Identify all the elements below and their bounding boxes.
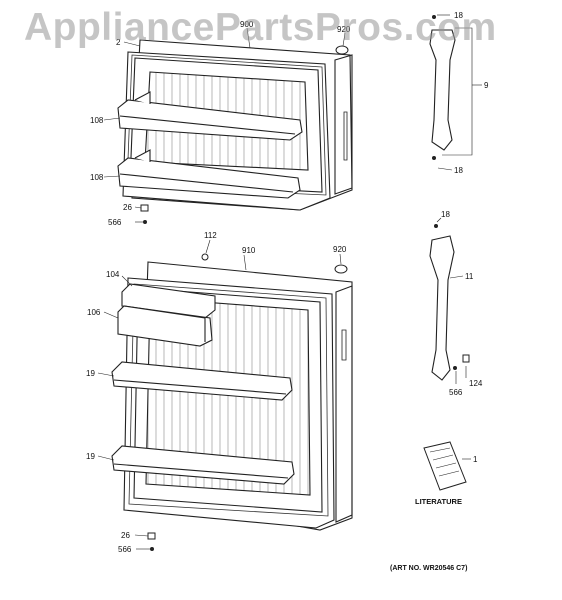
callout-124: 124 — [469, 379, 483, 388]
screw-18-c — [434, 224, 438, 228]
freezer-shelf-upper — [117, 91, 303, 141]
callout-112: 112 — [204, 231, 217, 240]
callout-900: 900 — [240, 20, 254, 29]
freezer-shelf-lower — [117, 149, 301, 199]
callout-108: 108 — [90, 173, 104, 182]
callout-920: 920 — [337, 25, 351, 34]
callout-26: 26 — [121, 531, 130, 540]
callout-566: 566 — [449, 388, 463, 397]
callout-566: 566 — [108, 218, 122, 227]
screw-566-handle — [453, 366, 457, 370]
callout-910: 910 — [242, 246, 256, 255]
cap-920-lower — [334, 264, 348, 274]
cap-920-upper — [335, 45, 349, 55]
callout-9: 9 — [484, 81, 489, 90]
callout-2: 2 — [116, 38, 121, 47]
fresh-food-shelf-upper — [111, 361, 293, 401]
freezer-door-gasket — [126, 54, 327, 196]
callout-108: 108 — [90, 116, 104, 125]
freezer-handle — [429, 29, 456, 151]
callout-104: 104 — [106, 270, 120, 279]
screw-566-upper — [143, 220, 147, 224]
callout-566: 566 — [118, 545, 132, 554]
callout-11: 11 — [465, 272, 474, 281]
stop-26-upper — [140, 204, 149, 212]
literature-label: LITERATURE — [415, 497, 462, 506]
callout-19: 19 — [86, 369, 95, 378]
fresh-food-handle — [429, 235, 455, 381]
stop-26-lower — [147, 532, 156, 540]
callout-1: 1 — [473, 455, 478, 464]
callout-19: 19 — [86, 452, 95, 461]
fresh-food-door-gasket — [128, 283, 329, 517]
callout-920: 920 — [333, 245, 347, 254]
stop-124 — [462, 354, 470, 363]
callout-18: 18 — [454, 166, 463, 175]
leader-lines — [97, 14, 482, 550]
dairy-compartment — [117, 283, 216, 347]
fresh-food-shelf-lower — [111, 445, 295, 485]
art-number: (ART NO. WR20546 C7) — [390, 565, 468, 572]
screw-566-lower — [150, 547, 154, 551]
screw-18-b — [432, 156, 436, 160]
screw-18-a — [432, 15, 436, 19]
callout-18: 18 — [454, 11, 463, 20]
callout-26: 26 — [123, 203, 132, 212]
screw-112 — [201, 253, 209, 261]
callout-18: 18 — [441, 210, 450, 219]
callout-labels: 2 900 920 108 108 26 566 18 9 18 18 112 … — [86, 11, 489, 554]
literature-booklet-icon — [423, 441, 467, 491]
callout-106: 106 — [87, 308, 101, 317]
